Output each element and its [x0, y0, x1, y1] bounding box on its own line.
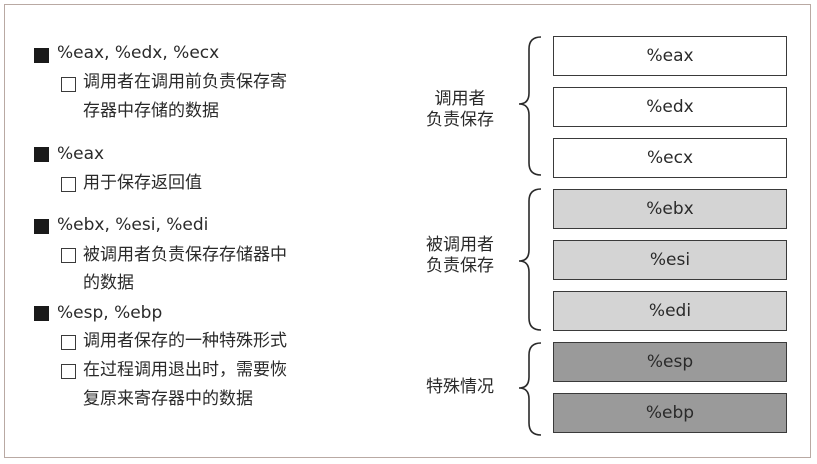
register-box-edx: %edx — [553, 87, 787, 127]
note-line: 的数据 — [83, 273, 134, 293]
register-label: %edi — [648, 301, 692, 321]
register-label: %edx — [646, 97, 694, 117]
braces — [518, 36, 542, 436]
curly-brace-icon — [518, 188, 542, 331]
note-line: 在过程调用退出时，需要恢 — [83, 360, 287, 380]
note-line: 调用者在调用前负责保存寄 — [83, 72, 287, 92]
note-line: 用于保存返回值 — [83, 173, 202, 193]
register-box-esi: %esi — [553, 240, 787, 280]
register-box-ebx: %ebx — [553, 189, 787, 229]
hollow-square-icon — [61, 177, 76, 192]
register-box-edi: %edi — [553, 291, 787, 331]
register-label: %esp — [646, 352, 694, 372]
note-line: 被调用者负责保存存储器中 — [83, 245, 287, 265]
figure-frame: %eax, %edx, %ecx 调用者在调用前负责保存寄 存器中存储的数据 %… — [4, 4, 811, 458]
curly-brace-icon — [518, 342, 542, 436]
note-line: %eax, %edx, %ecx — [57, 43, 220, 63]
group-label-line: 特殊情况 — [426, 377, 494, 397]
group-label-line: 负责保存 — [426, 256, 494, 276]
register-label: %ecx — [646, 148, 694, 168]
register-box-esp: %esp — [553, 342, 787, 382]
filled-square-icon — [34, 147, 49, 162]
filled-square-icon — [34, 306, 49, 321]
note-line: %eax — [57, 144, 105, 164]
register-box-ebp: %ebp — [553, 393, 787, 433]
group-label-caller-saved: 调用者 负责保存 — [405, 89, 515, 131]
group-label-line: 调用者 — [434, 89, 486, 109]
note-line: %ebx, %esi, %edi — [57, 215, 209, 235]
hollow-square-icon — [61, 77, 76, 92]
group-label-line: 被调用者 — [426, 235, 494, 255]
group-label-callee-saved: 被调用者 负责保存 — [405, 235, 515, 277]
hollow-square-icon — [61, 248, 76, 263]
register-box-eax: %eax — [553, 36, 787, 76]
notes-panel: %eax, %edx, %ecx 调用者在调用前负责保存寄 存器中存储的数据 %… — [5, 5, 335, 459]
register-label: %ebp — [645, 403, 695, 423]
group-label-line: 负责保存 — [426, 110, 494, 130]
note-line: %esp, %ebp — [57, 303, 163, 323]
group-label-special: 特殊情况 — [405, 377, 515, 398]
filled-square-icon — [34, 48, 49, 63]
hollow-square-icon — [61, 364, 76, 379]
note-line: 存器中存储的数据 — [83, 101, 219, 121]
filled-square-icon — [34, 219, 49, 234]
note-line: 调用者保存的一种特殊形式 — [83, 331, 287, 351]
hollow-square-icon — [61, 335, 76, 350]
register-label: %esi — [649, 250, 691, 270]
register-box-ecx: %ecx — [553, 138, 787, 178]
register-label: %ebx — [646, 199, 694, 219]
note-line: 复原来寄存器中的数据 — [83, 389, 253, 409]
register-label: %eax — [646, 46, 694, 66]
curly-brace-icon — [518, 36, 542, 176]
